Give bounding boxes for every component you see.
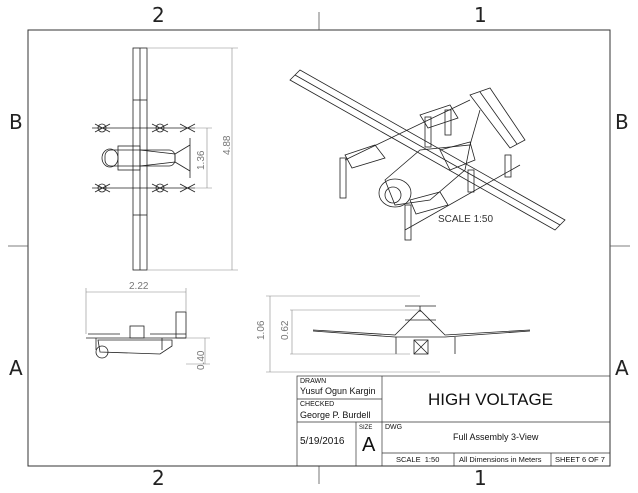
side-view-dimensions: [85, 288, 210, 365]
iso-scale-label: SCALE 1:50: [438, 214, 494, 225]
top-view-dimensions: [147, 47, 238, 271]
top-view: [92, 47, 196, 271]
size-value: A: [362, 434, 376, 456]
drawing-date: 5/19/2016: [300, 436, 345, 447]
title-block-frame: [296, 375, 611, 467]
front-view-dimensions: [266, 295, 440, 373]
units-note: All Dimensions in Meters: [459, 455, 542, 464]
isometric-view: [289, 69, 566, 241]
dimension-front-mast: 0.62: [280, 320, 291, 340]
zone-label-bottom-right: 1: [474, 466, 487, 490]
dwg-title: Full Assembly 3-View: [453, 432, 539, 442]
front-view: [312, 305, 531, 355]
dwg-label: DWG: [385, 424, 403, 431]
zone-label-bottom-left: 2: [152, 466, 165, 490]
zone-label-right-a: A: [615, 356, 629, 380]
dimension-front-total: 1.06: [256, 320, 267, 340]
size-label: SIZE: [359, 425, 373, 431]
side-view: [86, 311, 187, 359]
dimension-side-length: 2.22: [129, 281, 149, 292]
dimension-top-span: 4.88: [222, 135, 233, 155]
dimension-top-length: 1.36: [196, 150, 207, 170]
checked-label: CHECKED: [300, 401, 335, 408]
drawing-title: HIGH VOLTAGE: [428, 390, 554, 409]
sheet-number: SHEET 6 OF 7: [555, 455, 605, 464]
zone-label-top-left: 2: [152, 3, 165, 27]
drawn-name: Yusuf Ogun Kargin: [300, 386, 376, 396]
checked-name: George P. Burdell: [300, 410, 371, 420]
zone-label-top-right: 1: [474, 3, 487, 27]
drawn-label: DRAWN: [300, 378, 327, 385]
zone-label-left-a: A: [9, 356, 23, 380]
scale-note: SCALE 1:50: [396, 455, 440, 464]
zone-label-right-b: B: [615, 110, 629, 134]
dimension-side-height: 0.40: [196, 350, 207, 370]
zone-label-left-b: B: [9, 110, 23, 134]
